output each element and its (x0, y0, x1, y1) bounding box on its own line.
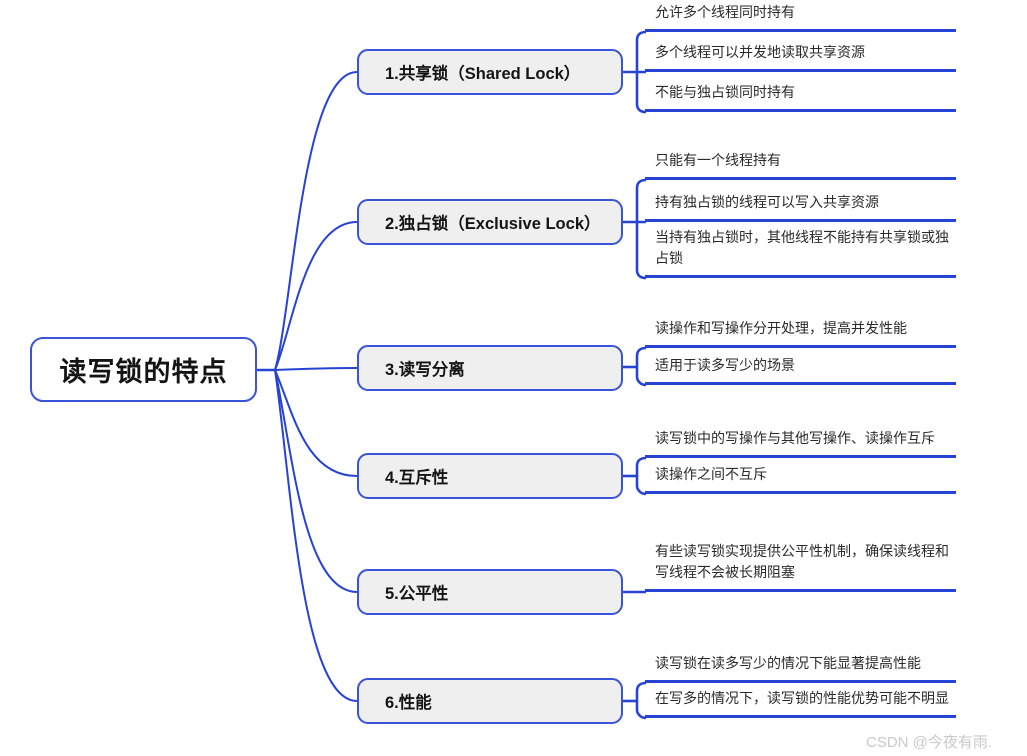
leaf-item[interactable]: 读写锁在读多写少的情况下能显著提高性能 (645, 653, 956, 683)
leaf-item[interactable]: 有些读写锁实现提供公平性机制，确保读线程和写线程不会被长期阻塞 (645, 541, 956, 592)
leaf-item[interactable]: 持有独占锁的线程可以写入共享资源 (645, 192, 956, 222)
branch-label: 2.独占锁（Exclusive Lock） (385, 215, 601, 233)
branch-label: 5.公平性 (385, 585, 449, 603)
leaf-item[interactable]: 只能有一个线程持有 (645, 150, 956, 180)
branch-node-exclusive-lock[interactable]: 2.独占锁（Exclusive Lock） (357, 199, 623, 245)
leaf-text: 适用于读多写少的场景 (655, 357, 795, 373)
root-node[interactable]: 读写锁的特点 (30, 337, 257, 402)
leaf-text: 有些读写锁实现提供公平性机制，确保读线程和写线程不会被长期阻塞 (655, 543, 949, 580)
branch-label: 4.互斥性 (385, 469, 449, 487)
leaf-item[interactable]: 读操作和写操作分开处理，提高并发性能 (645, 318, 956, 348)
leaf-text: 在写多的情况下，读写锁的性能优势可能不明显 (655, 690, 949, 706)
branch-label: 1.共享锁（Shared Lock） (385, 65, 581, 83)
leaf-text: 允许多个线程同时持有 (655, 4, 795, 20)
leaf-text: 读操作和写操作分开处理，提高并发性能 (655, 320, 907, 336)
branch-node-fairness[interactable]: 5.公平性 (357, 569, 623, 615)
leaf-item[interactable]: 读写锁中的写操作与其他写操作、读操作互斥 (645, 428, 956, 458)
root-branch3-connector (274, 367, 358, 371)
leaf-text: 只能有一个线程持有 (655, 152, 781, 168)
leaf-text: 读写锁在读多写少的情况下能显著提高性能 (655, 655, 921, 671)
root-branch1-connector (274, 71, 358, 371)
leaf-item[interactable]: 允许多个线程同时持有 (645, 2, 956, 32)
leaf-text: 持有独占锁的线程可以写入共享资源 (655, 194, 879, 210)
root-branch6-connector (274, 369, 358, 702)
leaf-item[interactable]: 适用于读多写少的场景 (645, 355, 956, 385)
csdn-watermark: CSDN @今夜有雨. (866, 734, 993, 751)
leaf-text: 读写锁中的写操作与其他写操作、读操作互斥 (655, 430, 935, 446)
branch-node-read-write-separation[interactable]: 3.读写分离 (357, 345, 623, 391)
leaf-item[interactable]: 当持有独占锁时，其他线程不能持有共享锁或独占锁 (645, 227, 956, 278)
branch-label: 3.读写分离 (385, 361, 465, 379)
root-branch4-connector (274, 369, 358, 477)
branch-node-performance[interactable]: 6.性能 (357, 678, 623, 724)
root-label: 读写锁的特点 (59, 357, 228, 387)
root-branch5-connector (274, 369, 358, 593)
leaf-text: 不能与独占锁同时持有 (655, 84, 795, 100)
root-branch2-connector (274, 221, 358, 371)
leaf-text: 多个线程可以并发地读取共享资源 (655, 44, 865, 60)
branch-node-mutual-exclusion[interactable]: 4.互斥性 (357, 453, 623, 499)
leaf-item[interactable]: 读操作之间不互斥 (645, 464, 956, 494)
branch-label: 6.性能 (385, 694, 432, 712)
leaf-item[interactable]: 不能与独占锁同时持有 (645, 82, 956, 112)
branch-node-shared-lock[interactable]: 1.共享锁（Shared Lock） (357, 49, 623, 95)
leaf-item[interactable]: 多个线程可以并发地读取共享资源 (645, 42, 956, 72)
leaf-text: 读操作之间不互斥 (655, 466, 767, 482)
leaf-item[interactable]: 在写多的情况下，读写锁的性能优势可能不明显 (645, 688, 956, 718)
leaf-text: 当持有独占锁时，其他线程不能持有共享锁或独占锁 (655, 229, 949, 266)
